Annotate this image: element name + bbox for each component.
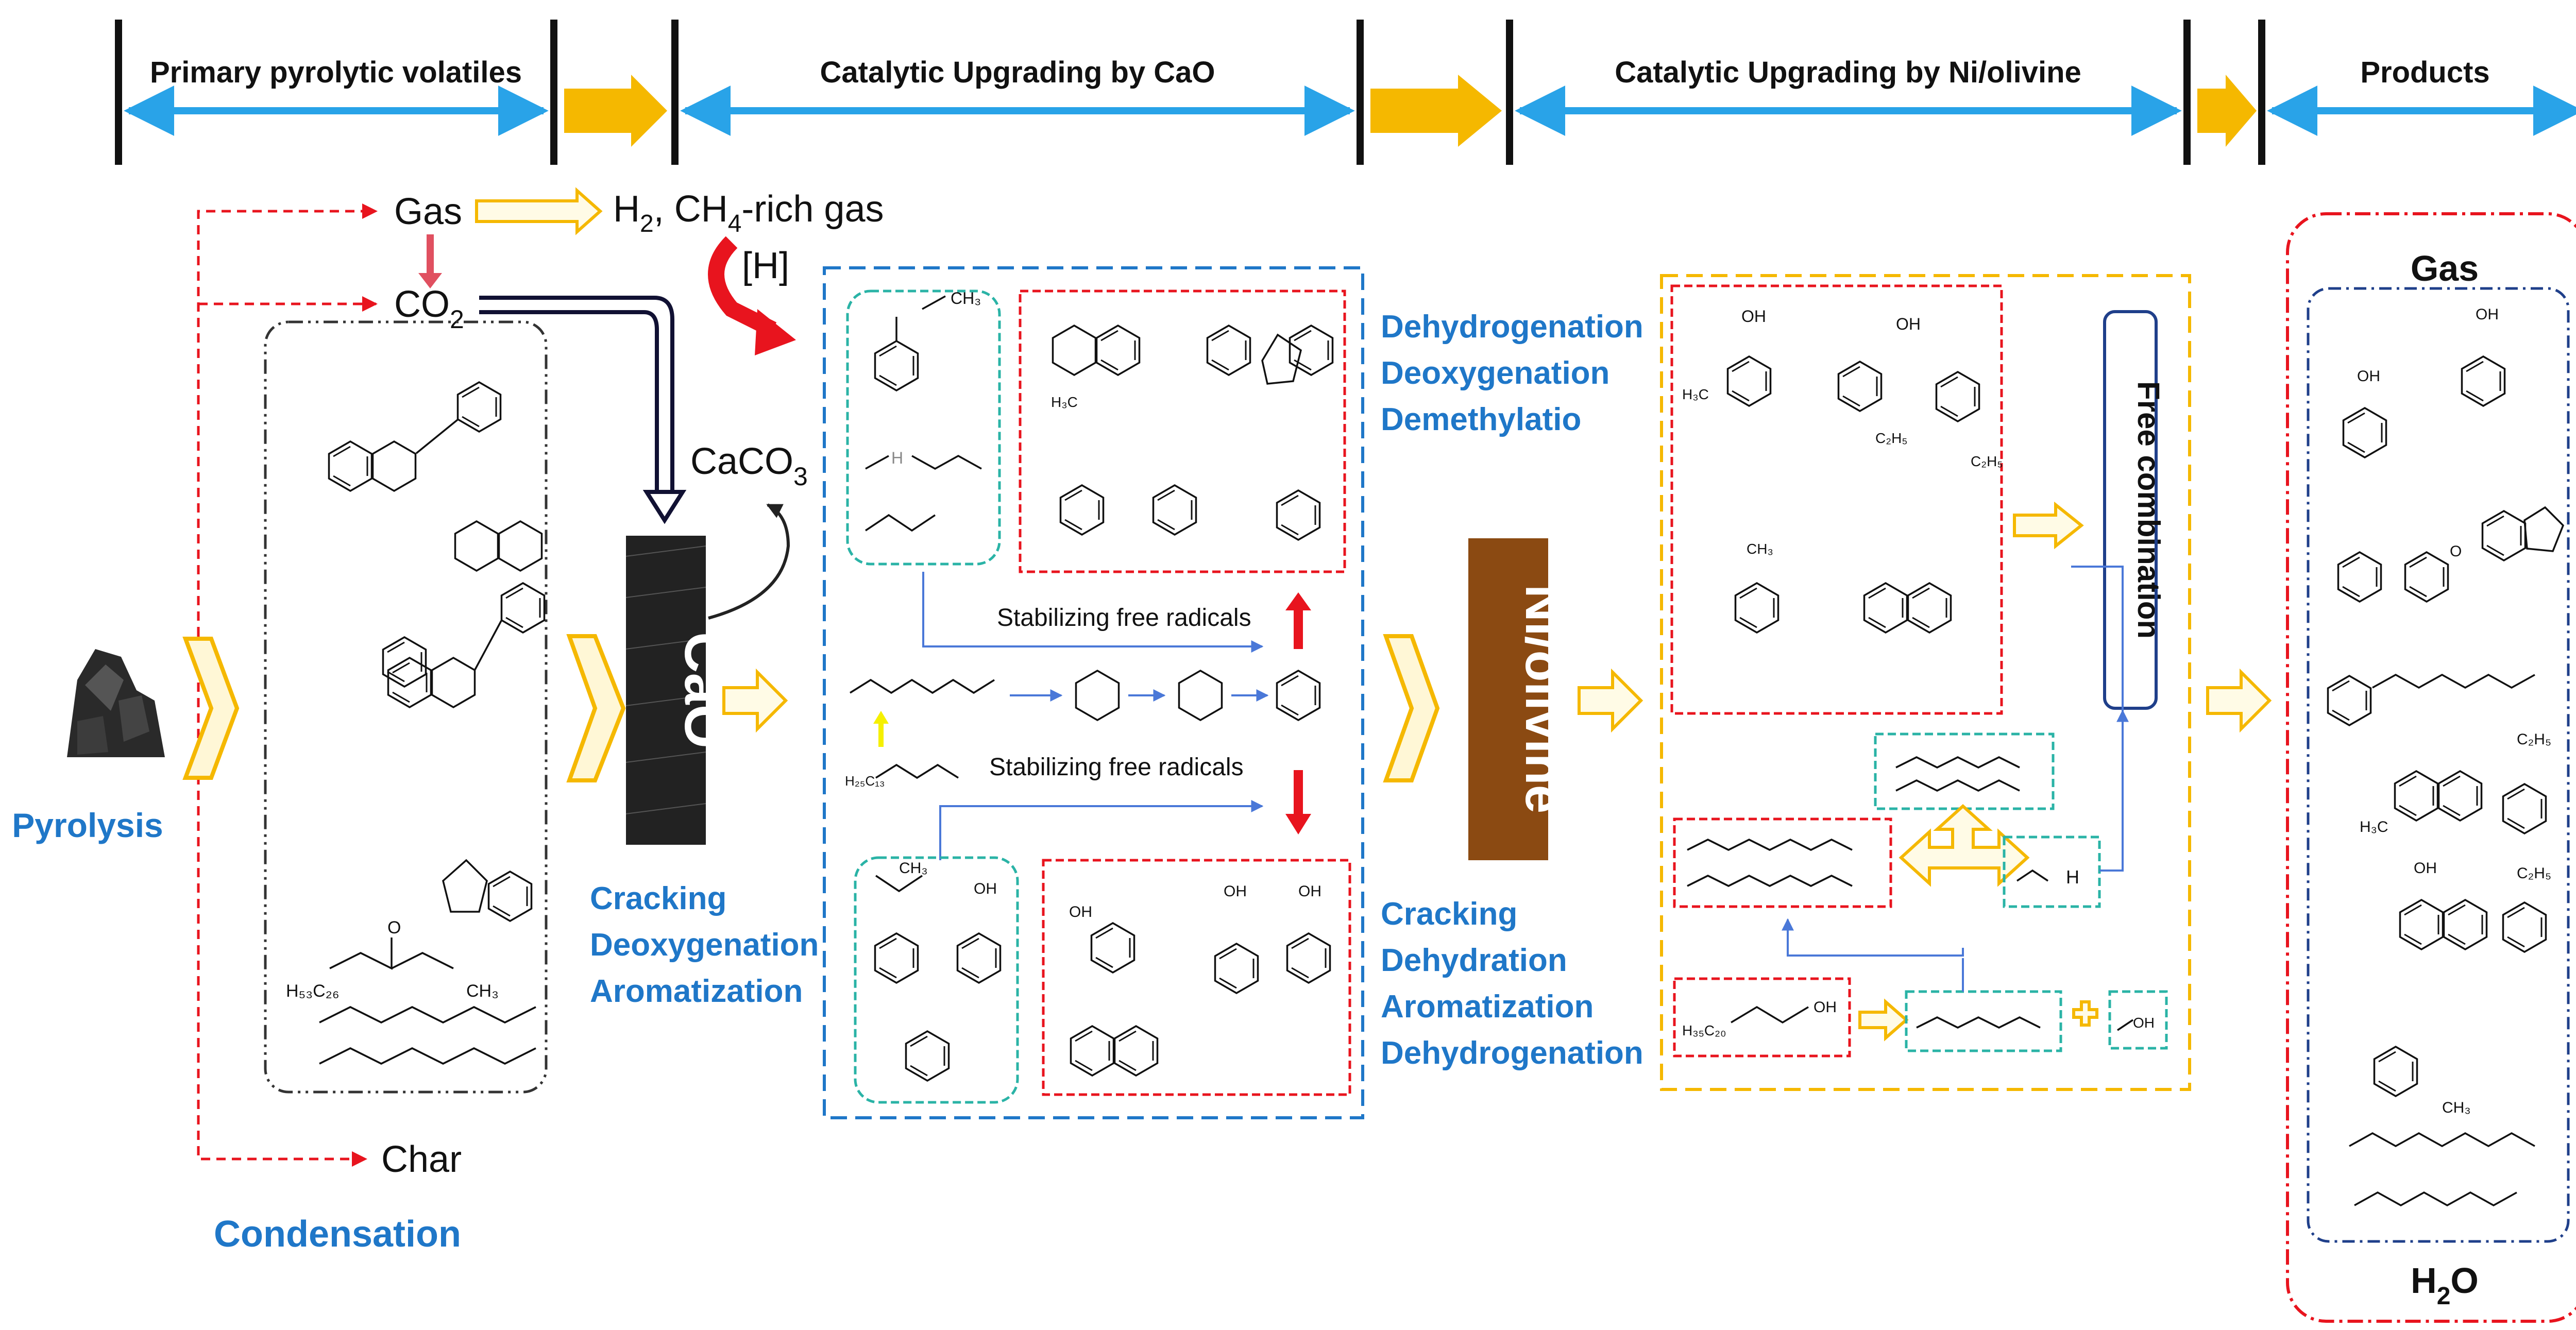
cao-process-deoxygenation: Deoxygenation <box>590 927 819 963</box>
condensation-label: Condensation <box>214 1214 461 1255</box>
products-outer-box <box>2286 212 2576 1323</box>
stabilizing-top-label: Stabilizing free radicals <box>997 604 1251 632</box>
svg-text:OH: OH <box>974 880 997 897</box>
block-arrow-icon <box>722 668 788 733</box>
chevron-arrow-icon <box>566 634 626 782</box>
svg-text:OH: OH <box>1741 307 1766 326</box>
cao-lower-process-3: Dehydrogenation <box>1381 1035 1643 1071</box>
co2-label: CO2 <box>394 284 464 334</box>
cao-lower-process-0: Cracking <box>1381 896 1517 932</box>
ni-red-box-top <box>1670 284 2003 715</box>
free-combination-label: Free combination <box>2131 381 2166 639</box>
svg-text:OH: OH <box>1896 315 1921 333</box>
chevron-arrow-icon <box>182 637 240 780</box>
teal-box-upper <box>846 289 1001 566</box>
svg-text:H₃C: H₃C <box>1051 394 1078 410</box>
red-box-lower <box>1042 859 1351 1096</box>
block-arrow-icon <box>2013 501 2084 550</box>
pyrolysis-label: Pyrolysis <box>12 806 163 844</box>
svg-text:H₃C: H₃C <box>1682 386 1709 402</box>
svg-text:H₅₃C₂₆: H₅₃C₂₆ <box>286 981 340 1001</box>
volatiles-structures: H₅₃C₂₆ CH₃ O <box>286 381 546 1065</box>
chevron-arrow-icon <box>1383 634 1440 782</box>
svg-text:H₃₅C₂₀: H₃₅C₂₀ <box>1682 1022 1726 1038</box>
svg-text:OH: OH <box>1069 903 1092 920</box>
cao-box <box>823 266 1364 1119</box>
free-combination-box <box>2103 310 2158 710</box>
ni-teal-box-alkane <box>1905 990 2062 1052</box>
products-gas-label: Gas <box>2411 248 2479 288</box>
cao-process-cracking: Cracking <box>590 881 726 916</box>
block-arrow-icon <box>1858 998 1909 1042</box>
svg-text:OH: OH <box>2414 860 2437 877</box>
block-arrow-icon <box>2206 668 2272 733</box>
cao-process-aromatization: Aromatization <box>590 974 803 1009</box>
gas-label: Gas <box>394 191 462 232</box>
ni-teal-box-small <box>2003 835 2101 908</box>
svg-text:CH₃: CH₃ <box>466 981 499 1001</box>
stage-label-products: Products <box>2360 56 2489 89</box>
products-section: Gas H2O OH OH O OH C₂H₅ <box>2286 212 2576 1323</box>
svg-text:C₂H₅: C₂H₅ <box>2517 865 2551 882</box>
block-arrow-icon <box>564 75 2257 147</box>
block-arrow-icon <box>1578 668 1643 733</box>
svg-text:CH₃: CH₃ <box>951 289 981 308</box>
svg-text:OH: OH <box>1814 999 1837 1016</box>
products-structures: OH OH O OH C₂H₅ C₂H₅ H₃C CH₃ <box>2327 306 2565 1207</box>
red-box-upper <box>1019 289 1346 573</box>
ni-olivine-block <box>1468 538 1548 860</box>
char-label: Char <box>381 1139 462 1180</box>
ni-box <box>1660 274 2191 1091</box>
svg-text:CH₃: CH₃ <box>2442 1099 2471 1116</box>
header-bar: Primary pyrolytic volatiles Catalytic Up… <box>0 0 2576 170</box>
svg-text:C₂H₅: C₂H₅ <box>2517 731 2551 748</box>
svg-text:C₂H₅: C₂H₅ <box>1971 453 2003 469</box>
stage-label-cao: Catalytic Upgrading by CaO <box>820 56 1215 89</box>
volatiles-box <box>264 320 548 1094</box>
svg-text:CH₃: CH₃ <box>899 860 928 877</box>
svg-text:H: H <box>2066 866 2079 888</box>
cao-upper-process-2: Demethylatio <box>1381 402 1581 437</box>
pyrolysis-section: Pyrolysis Gas CO2 Char Condensation H2, … <box>12 187 884 1255</box>
caco3-label: CaCO3 <box>690 441 808 491</box>
cao-upper-process-1: Deoxygenation <box>1381 355 1609 391</box>
biomass-pile-icon <box>67 649 165 757</box>
ni-red-box-chains <box>1673 817 1892 908</box>
cao-lower-process-2: Aromatization <box>1381 989 1594 1025</box>
stage-label-ni: Catalytic Upgrading by Ni/olivine <box>1615 56 2081 89</box>
products-inner-box <box>2307 287 2570 1243</box>
cao-lower-process-1: Dehydration <box>1381 943 1567 978</box>
svg-text:H: H <box>891 449 903 467</box>
h-radical-label: [H] <box>742 245 789 286</box>
svg-text:OH: OH <box>2357 368 2380 385</box>
svg-text:OH: OH <box>2133 1015 2155 1031</box>
svg-text:O: O <box>387 918 401 937</box>
svg-text:H₃C: H₃C <box>2360 819 2388 835</box>
ni-teal-box-alkene <box>1874 732 2055 810</box>
cao-upgrading-section: CH₃ H H₃C Stabilizing free radicals H₂₅C… <box>823 266 1643 1119</box>
svg-text:OH: OH <box>1298 883 1321 900</box>
h2-ch4-gas-label: H2, CH4-rich gas <box>613 189 884 237</box>
stabilizing-bottom-label: Stabilizing free radicals <box>989 754 1244 781</box>
teal-box-lower <box>854 856 1019 1104</box>
svg-text:C₂H₅: C₂H₅ <box>1875 430 1908 446</box>
ni-red-box-alcohol <box>1673 977 1851 1058</box>
svg-text:OH: OH <box>2476 306 2499 323</box>
cao-block <box>626 536 706 845</box>
block-arrow-icon <box>475 187 603 235</box>
ni-olivine-section: Ni/olivine OH OH H₃C C₂H₅ C₂H₅ CH₃ Free … <box>1468 274 2272 1091</box>
svg-text:CH₃: CH₃ <box>1747 541 1773 557</box>
svg-text:O: O <box>2450 543 2462 560</box>
block-arrow-icon <box>1899 804 2030 887</box>
ni-teal-box-oh <box>2108 990 2168 1050</box>
svg-text:OH: OH <box>1224 883 1247 900</box>
cao-upper-process-0: Dehydrogenation <box>1381 309 1643 345</box>
ni-olivine-block-label: Ni/olivine <box>1515 585 1572 814</box>
products-h2o-label: H2O <box>2411 1260 2479 1310</box>
stage-label-primary: Primary pyrolytic volatiles <box>150 56 522 89</box>
